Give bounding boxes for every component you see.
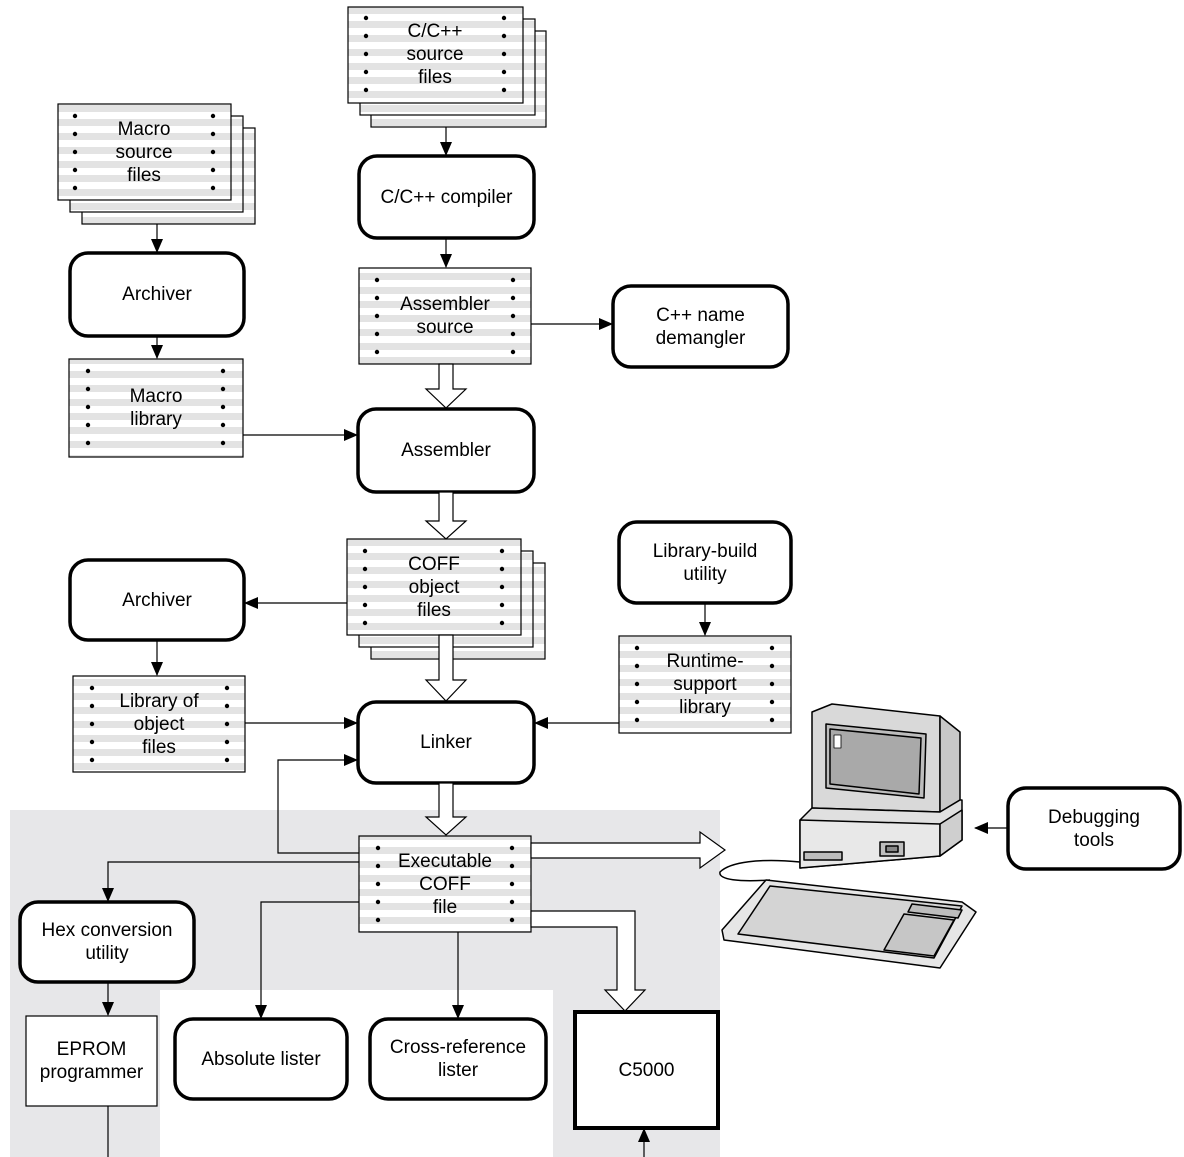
- macro-library-label: Macro library: [129, 386, 183, 430]
- single-docs: [68, 267, 792, 933]
- hex-conversion-utility-label: Hex conversion utility: [41, 920, 173, 964]
- runtime-support-library-doc: [618, 635, 792, 734]
- assembler-source-doc: [358, 267, 532, 365]
- runtime-support-library-label: Runtime- support library: [666, 651, 744, 718]
- library-of-object-files-label: Library of object files: [119, 690, 199, 758]
- eprom-programmer-label: EPROM programmer: [39, 1039, 144, 1083]
- block-arrows: [424, 363, 727, 1012]
- coff-object-files-label: COFF object files: [408, 553, 460, 621]
- archiver-top-label: Archiver: [122, 284, 192, 305]
- assembler-label: Assembler: [401, 440, 491, 461]
- macro-library-doc: [68, 358, 244, 458]
- absolute-lister-label: Absolute lister: [201, 1048, 321, 1070]
- macro-source-files-label: Macro source files: [115, 118, 173, 186]
- linker-label: Linker: [420, 732, 472, 753]
- absolute-lister-box: [173, 1017, 349, 1101]
- library-of-object-files-doc: [72, 675, 246, 773]
- process-boxes: [18, 154, 1182, 1101]
- document-dots: [72, 15, 775, 923]
- library-build-utility-label: Library-build utility: [652, 540, 758, 585]
- debugging-tools-label: Debugging tools: [1048, 806, 1140, 851]
- c5000-label: C5000: [618, 1059, 675, 1081]
- cpp-name-demangler-label: C++ name demangler: [655, 304, 746, 349]
- cpp-name-demangler-box: [611, 284, 790, 369]
- executable-coff-file-doc: [358, 835, 532, 933]
- computer-workstation-icon: [719, 703, 977, 969]
- execution-region-background: [10, 810, 720, 1157]
- c5000-box: [573, 1010, 720, 1130]
- hex-conversion-utility-box: [18, 900, 196, 984]
- macro-source-files-doc: [57, 103, 256, 225]
- executable-coff-file-label: Executable COFF file: [397, 850, 492, 918]
- cpp-compiler-label: C/C++ compiler: [380, 186, 513, 208]
- cpp-source-files-doc: [347, 6, 547, 128]
- connectors: [102, 127, 1008, 1157]
- cross-reference-lister-label: Cross-reference lister: [389, 1037, 527, 1081]
- cross-reference-lister-box: [368, 1017, 548, 1101]
- coff-object-files-doc: [346, 538, 546, 660]
- cpp-source-files-label: C/C++ source files: [406, 20, 464, 88]
- archiver-mid-label: Archiver: [122, 589, 192, 611]
- assembler-source-label: Assembler source: [400, 294, 490, 338]
- eprom-programmer-box: [25, 1015, 158, 1107]
